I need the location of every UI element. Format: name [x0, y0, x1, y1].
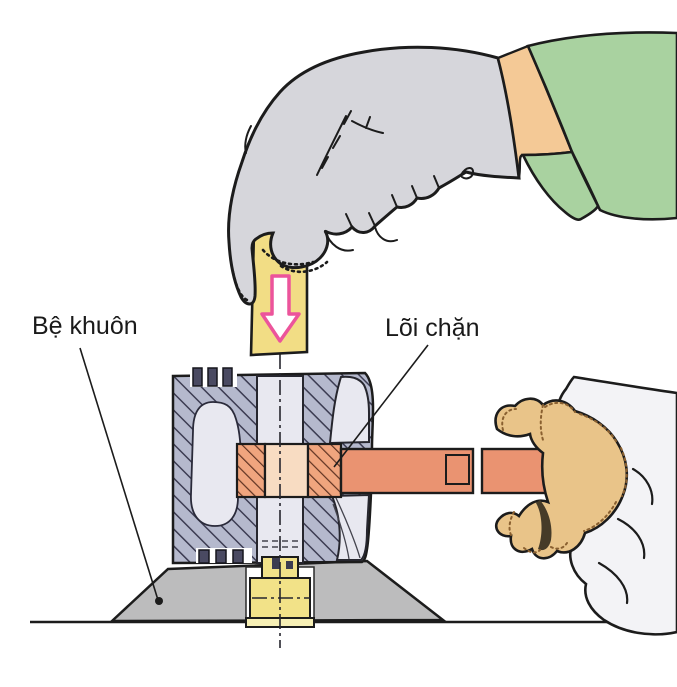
- tooth: [215, 549, 227, 564]
- holding-hand: [494, 375, 677, 636]
- rod-head: [339, 447, 475, 495]
- ejector-keyway: [286, 561, 293, 569]
- leader-dot: [155, 597, 163, 605]
- tooth: [232, 549, 244, 564]
- sleeve-green-arm: [520, 31, 677, 221]
- green-sleeve: [526, 31, 677, 221]
- callout-stop-core: Lõi chặn: [333, 314, 480, 468]
- tooth: [207, 367, 218, 387]
- tooth: [222, 367, 233, 387]
- stop-core-right-flange: [306, 442, 343, 499]
- tooth: [192, 367, 203, 387]
- insertion-rod: [339, 447, 560, 495]
- stop-core-body: [263, 442, 310, 499]
- stop-core-left-flange: [235, 442, 267, 499]
- channel-dashes: [262, 540, 298, 548]
- leader-line-stop-core: [333, 344, 429, 468]
- tan-glove-stipple: [501, 401, 628, 554]
- ejector-keyway: [272, 558, 280, 569]
- green-sleeve-fold: [520, 150, 600, 221]
- pressing-hand-glove: [227, 45, 521, 306]
- callout-mold-base: Bệ khuôn: [32, 312, 163, 605]
- holding-hand-glove-tan: [494, 397, 629, 560]
- tooth: [198, 549, 210, 564]
- mold-cavity-right-upper: [328, 375, 370, 445]
- mold-cavity-left: [190, 401, 242, 527]
- label-stop-core: Lõi chặn: [385, 314, 480, 342]
- stop-core: [235, 442, 343, 499]
- holding-hand-finger-creases: [597, 467, 654, 605]
- rod-square-detail: [445, 454, 470, 485]
- leader-line-mold-base: [79, 347, 159, 601]
- press-down-arrow-icon: [260, 274, 301, 343]
- mold-teeth-bottom: [196, 548, 252, 564]
- label-mold-base: Bệ khuôn: [32, 312, 138, 340]
- cavity-contour-lines: [332, 497, 361, 560]
- mold-teeth-top: [190, 367, 237, 387]
- glove-crease-lines: [244, 110, 475, 252]
- glove-stipple-texture: [231, 248, 329, 302]
- glove-finger-shadow: [536, 500, 552, 551]
